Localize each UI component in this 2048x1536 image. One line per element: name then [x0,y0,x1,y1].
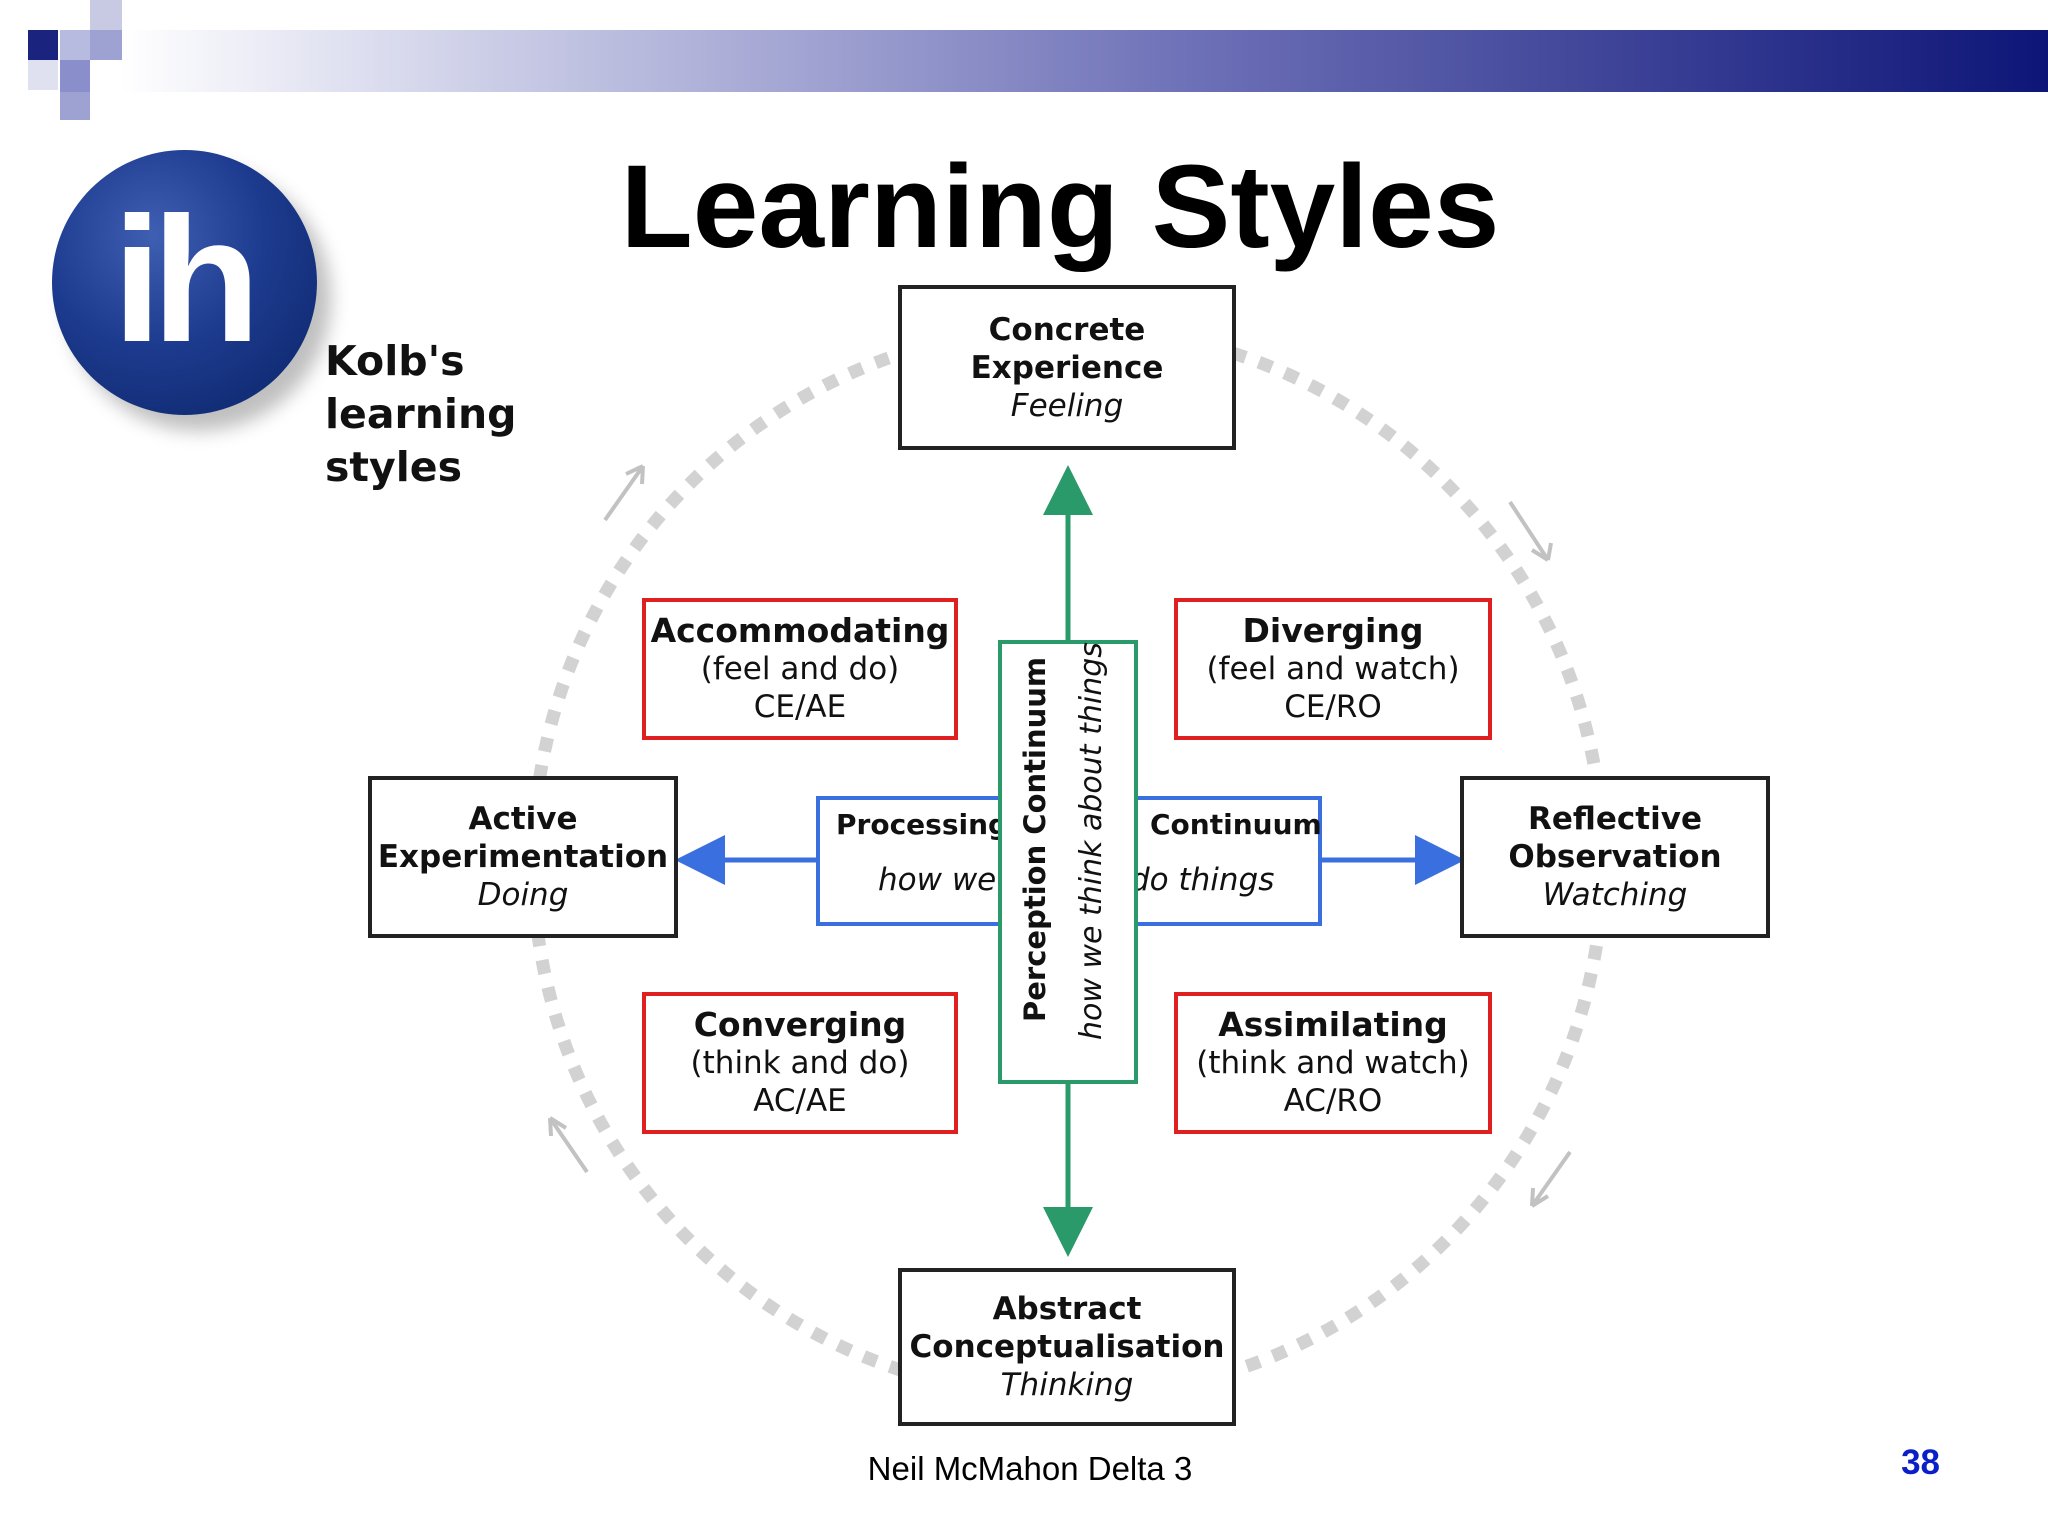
header-square-light [60,30,90,60]
page-number: 38 [1901,1443,1940,1482]
mode-title: Reflective [1528,801,1702,837]
kolb-subtitle-line: learning [325,390,517,438]
header-gradient-bar [120,30,2048,92]
header-square-light [28,60,58,90]
perception-label: Perception Continuum [1018,656,1052,1022]
style-code: AC/AE [753,1083,847,1119]
mode-title: Abstract [992,1291,1142,1327]
accommodating-box: Accommodating (feel and do) CE/AE [642,598,958,740]
mode-title: Experience [970,349,1164,386]
style-code: CE/RO [1284,689,1382,725]
style-name: Assimilating [1218,1005,1448,1044]
mode-subtitle: Thinking [1000,1367,1134,1403]
style-description: (feel and watch) [1206,651,1460,687]
perception-sub: how we think about things [1074,642,1109,1040]
continuum-label: Continuum [1150,808,1322,841]
perception-continuum-box [998,640,1138,1084]
cycle-direction-arrow [548,464,1572,1208]
style-name: Accommodating [650,611,950,650]
mode-subtitle: Watching [1542,877,1688,913]
mode-title: Experimentation [377,839,669,875]
concrete-experience-box: Concrete Experience Feeling [898,285,1236,450]
style-description: (think and do) [690,1045,910,1081]
reflective-observation-box: Reflective Observation Watching [1460,776,1770,938]
style-name: Diverging [1242,611,1424,650]
abstract-conceptualisation-box: Abstract Conceptualisation Thinking [898,1268,1236,1426]
mode-title: Observation [1508,839,1722,875]
footer-author: Neil McMahon Delta 3 [867,1450,1193,1487]
processing-sub-right: do things [1130,862,1275,898]
header-square-dark [28,30,58,60]
logo-text: ih [112,179,260,379]
diverging-box: Diverging (feel and watch) CE/RO [1174,598,1492,740]
mode-subtitle: Feeling [1010,387,1124,424]
style-name: Converging [693,1005,907,1044]
style-code: CE/AE [753,689,847,725]
style-description: (feel and do) [700,651,900,687]
header-square-mid [90,30,122,60]
ih-logo: ih [52,150,317,415]
header-square-mid [60,60,90,92]
style-code: AC/RO [1283,1083,1383,1119]
processing-sub-left: how we [878,862,997,898]
header-square-light [90,0,122,30]
kolb-subtitle: Kolb's learning styles [325,335,545,494]
mode-title: Active [468,801,578,837]
kolb-subtitle-line: Kolb's [325,337,465,385]
assimilating-box: Assimilating (think and watch) AC/RO [1174,992,1492,1134]
mode-subtitle: Doing [477,877,569,913]
header-square-light [60,92,90,120]
mode-title: Concrete [988,311,1146,348]
active-experimentation-box: Active Experimentation Doing [368,776,678,938]
mode-title: Conceptualisation [909,1329,1225,1365]
slide-title: Learning Styles [620,141,1500,273]
kolb-subtitle-line: styles [325,443,462,491]
converging-box: Converging (think and do) AC/AE [642,992,958,1134]
processing-label: Processing [836,808,1009,841]
style-description: (think and watch) [1196,1045,1470,1081]
